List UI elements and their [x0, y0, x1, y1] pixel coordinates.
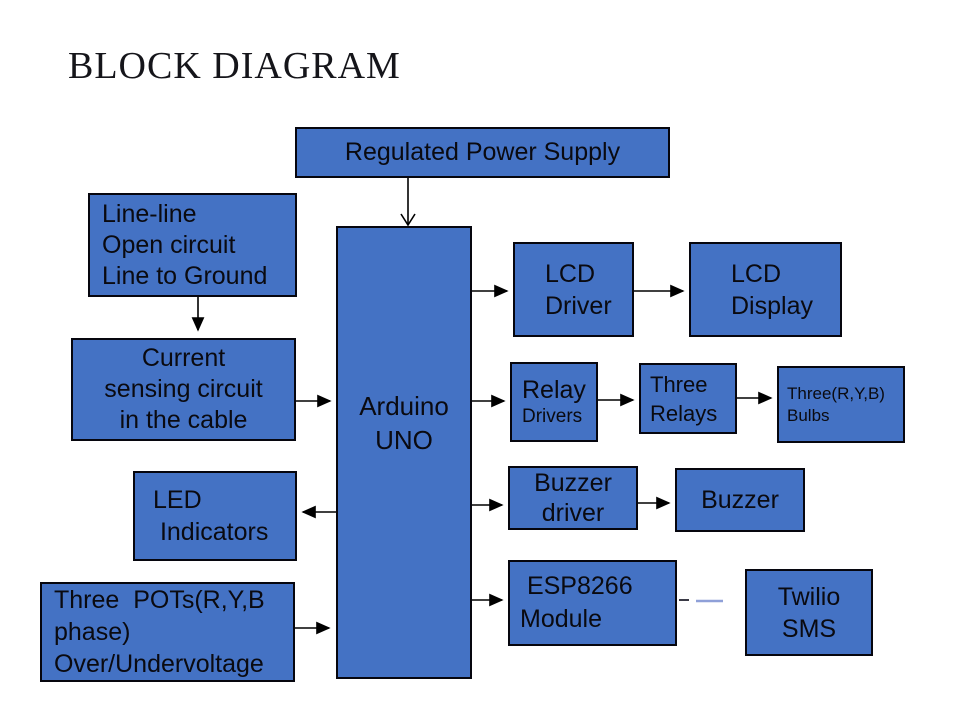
block-label: LCD Driver — [545, 259, 612, 320]
block-lcd-driver: LCD Driver — [513, 242, 634, 337]
block-label: LCD Display — [731, 259, 813, 320]
block-lcd-display: LCD Display — [689, 242, 842, 337]
block-buzzer: Buzzer — [675, 468, 805, 532]
block-current-sensing-circuit: Current sensing circuit in the cable — [71, 338, 296, 441]
block-arduino-uno: Arduino UNO — [336, 226, 472, 679]
block-three-relays: Three Relays — [639, 363, 737, 434]
block-label: ESP8266 Module — [520, 572, 633, 633]
block-led-indicators: LED Indicators — [133, 471, 297, 561]
block-label: Current sensing circuit in the cable — [104, 344, 263, 434]
block-label: LED Indicators — [153, 486, 269, 546]
block-three-pots: Three POTs(R,Y,B phase) Over/Undervoltag… — [40, 582, 295, 682]
block-label: Line-line Open circuit Line to Ground — [102, 199, 268, 290]
block-label: Buzzer driver — [534, 469, 612, 527]
block-fault-types: Line-line Open circuit Line to Ground — [88, 193, 297, 297]
block-label: Three POTs(R,Y,B phase) Over/Undervoltag… — [54, 586, 265, 678]
block-three-ryb-bulbs: Three(R,Y,B) Bulbs — [777, 366, 905, 443]
block-label-line1: Relay — [522, 376, 586, 404]
block-regulated-power-supply: Regulated Power Supply — [295, 127, 670, 178]
block-label: Three Relays — [650, 371, 718, 426]
block-twilio-sms: Twilio SMS — [745, 569, 873, 656]
arrow-power-to-arduino-head — [400, 213, 416, 227]
slide-title: BLOCK DIAGRAM — [68, 45, 401, 87]
block-label: Buzzer — [701, 485, 779, 514]
block-esp8266-module: ESP8266 Module — [508, 560, 677, 646]
block-relay-drivers: Relay Drivers — [510, 362, 598, 442]
block-label-line2: Drivers — [522, 406, 583, 427]
block-buzzer-driver: Buzzer driver — [508, 466, 638, 530]
block-label: Three(R,Y,B) Bulbs — [787, 383, 885, 425]
block-label: Twilio SMS — [777, 582, 841, 643]
block-label: Arduino UNO — [359, 390, 449, 455]
block-label: Regulated Power Supply — [344, 138, 621, 166]
